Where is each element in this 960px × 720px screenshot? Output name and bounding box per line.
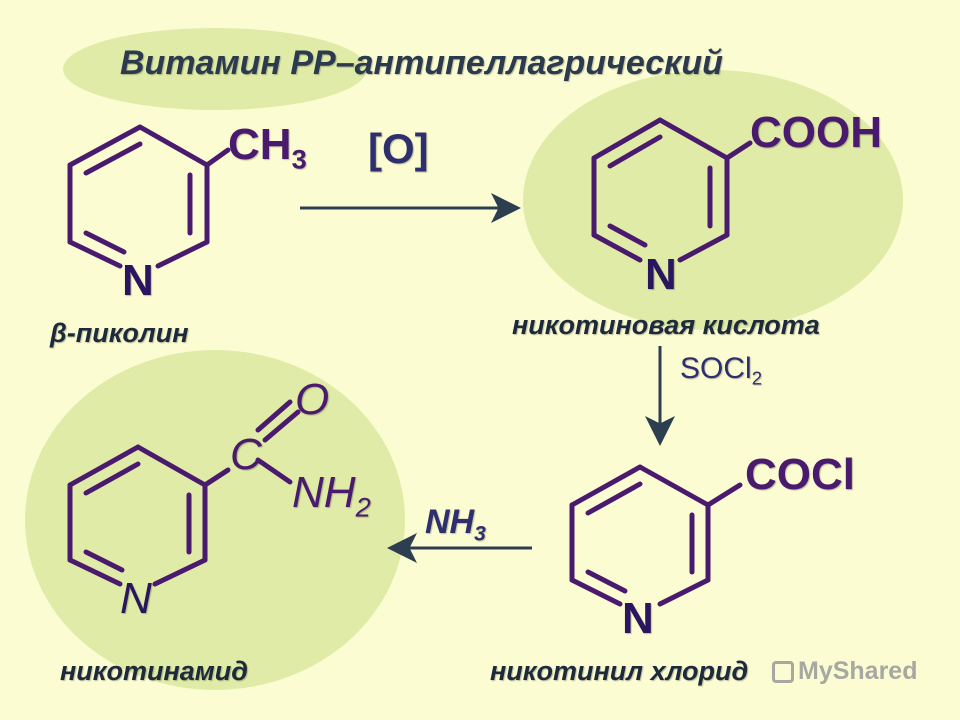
nicotinyl-chloride-acyl-group: COCl <box>745 450 855 499</box>
picoline-methyl-group: CH3 <box>228 120 307 175</box>
nicotinamide-ring <box>67 399 301 587</box>
nicotinyl-chloride-label: никотинил хлорид <box>490 656 749 686</box>
thionyl-chloride-reagent: SOCl2 <box>680 352 763 389</box>
nicotinamide-amino-group: NH2 <box>292 468 371 523</box>
nicotinic-acid-label: никотиновая кислота <box>512 310 820 340</box>
page-title: Витамин РР–антипеллагрический <box>120 44 723 82</box>
title-highlight <box>63 28 367 110</box>
nicotinic-acid-nitrogen: N <box>645 250 677 299</box>
picoline-nitrogen: N <box>122 256 154 305</box>
nicotinic-acid-highlight <box>523 70 903 330</box>
nicotinamide-highlight <box>25 350 405 690</box>
ammonia-reagent: NH3 <box>425 503 486 546</box>
watermark-logo-icon <box>772 661 794 683</box>
nicotinyl-chloride-nitrogen: N <box>622 594 654 643</box>
nicotinamide-nitrogen: N <box>120 574 152 623</box>
watermark: MyShared <box>772 657 917 686</box>
nicotinic-acid-ring <box>591 117 753 263</box>
picoline-label: β-пиколин <box>50 318 189 348</box>
nicotinamide-oxygen: O <box>295 375 330 424</box>
nicotinyl-chloride-ring <box>569 464 743 607</box>
nicotinamide-label: никотинамид <box>60 656 248 686</box>
oxidation-reagent: [O] <box>368 125 429 172</box>
picoline-ring <box>67 124 231 269</box>
nicotinamide-carbonyl-carbon: C <box>230 430 262 479</box>
nicotinic-acid-carboxyl-group: COOH <box>750 108 882 157</box>
